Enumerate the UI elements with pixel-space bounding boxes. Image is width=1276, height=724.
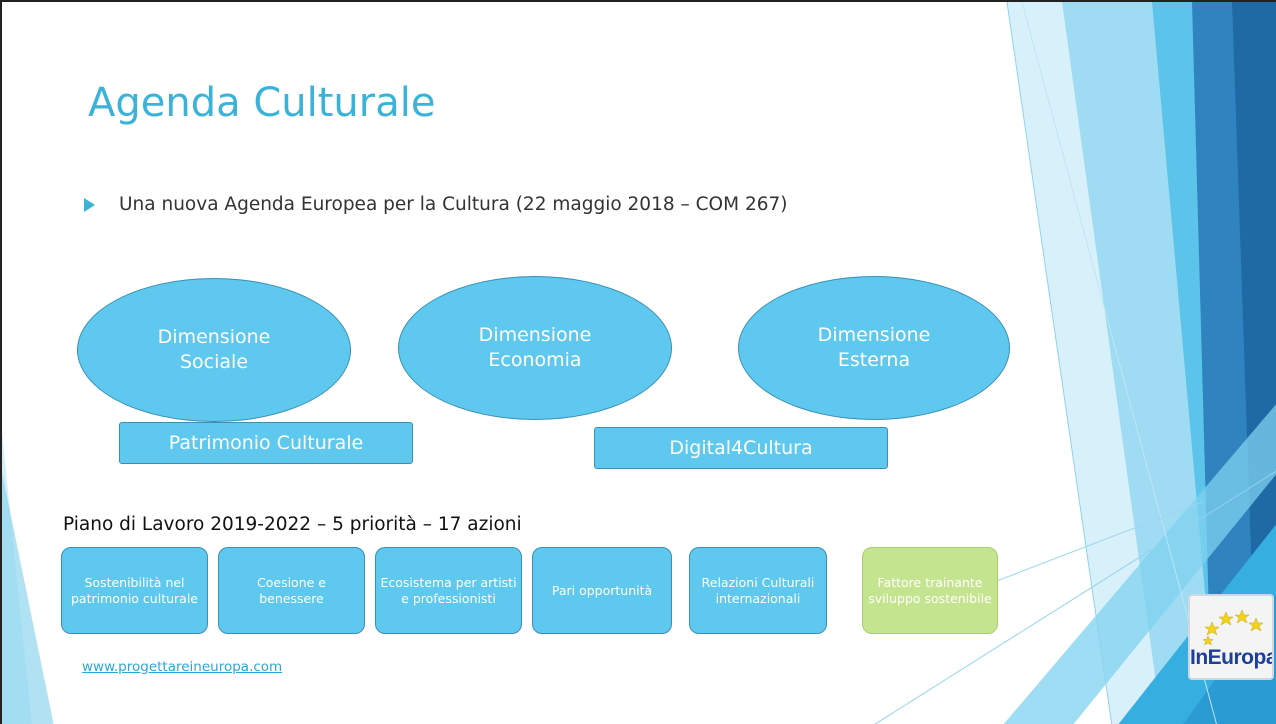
ineuropa-logo: InEuropa	[1188, 594, 1274, 680]
priority-box: Coesione e benessere	[218, 547, 365, 634]
work-plan-heading: Piano di Lavoro 2019-2022 – 5 priorità –…	[63, 514, 522, 535]
patrimonio-culturale-bar: Patrimonio Culturale	[119, 422, 413, 464]
priority-box-highlight: Fattore trainante sviluppo sostenibile	[862, 547, 998, 634]
dimension-label: Dimensione Sociale	[157, 326, 271, 373]
dimension-economia: Dimensione Economia	[398, 276, 672, 420]
bullet-text: Una nuova Agenda Europea per la Cultura …	[119, 194, 788, 215]
bullet-item: Una nuova Agenda Europea per la Cultura …	[84, 194, 787, 215]
priority-box: Pari opportunità	[532, 547, 672, 634]
dimension-label: Dimensione Esterna	[817, 324, 931, 371]
dimension-sociale: Dimensione Sociale	[77, 278, 351, 422]
triangle-bullet-icon	[84, 197, 95, 212]
slide-title: Agenda Culturale	[88, 80, 436, 126]
dimension-label: Dimensione Economia	[478, 324, 592, 371]
star-icon	[1202, 609, 1264, 646]
priority-box: Sostenibilità nel patrimonio culturale	[61, 547, 208, 634]
priority-box: Relazioni Culturali internazionali	[689, 547, 827, 634]
website-link[interactable]: www.progettareineuropa.com	[82, 659, 283, 675]
logo-text: InEuropa	[1190, 646, 1274, 669]
digital4cultura-bar: Digital4Cultura	[594, 427, 888, 469]
priority-box: Ecosistema per artisti e professionisti	[375, 547, 522, 634]
dimension-esterna: Dimensione Esterna	[738, 276, 1010, 420]
